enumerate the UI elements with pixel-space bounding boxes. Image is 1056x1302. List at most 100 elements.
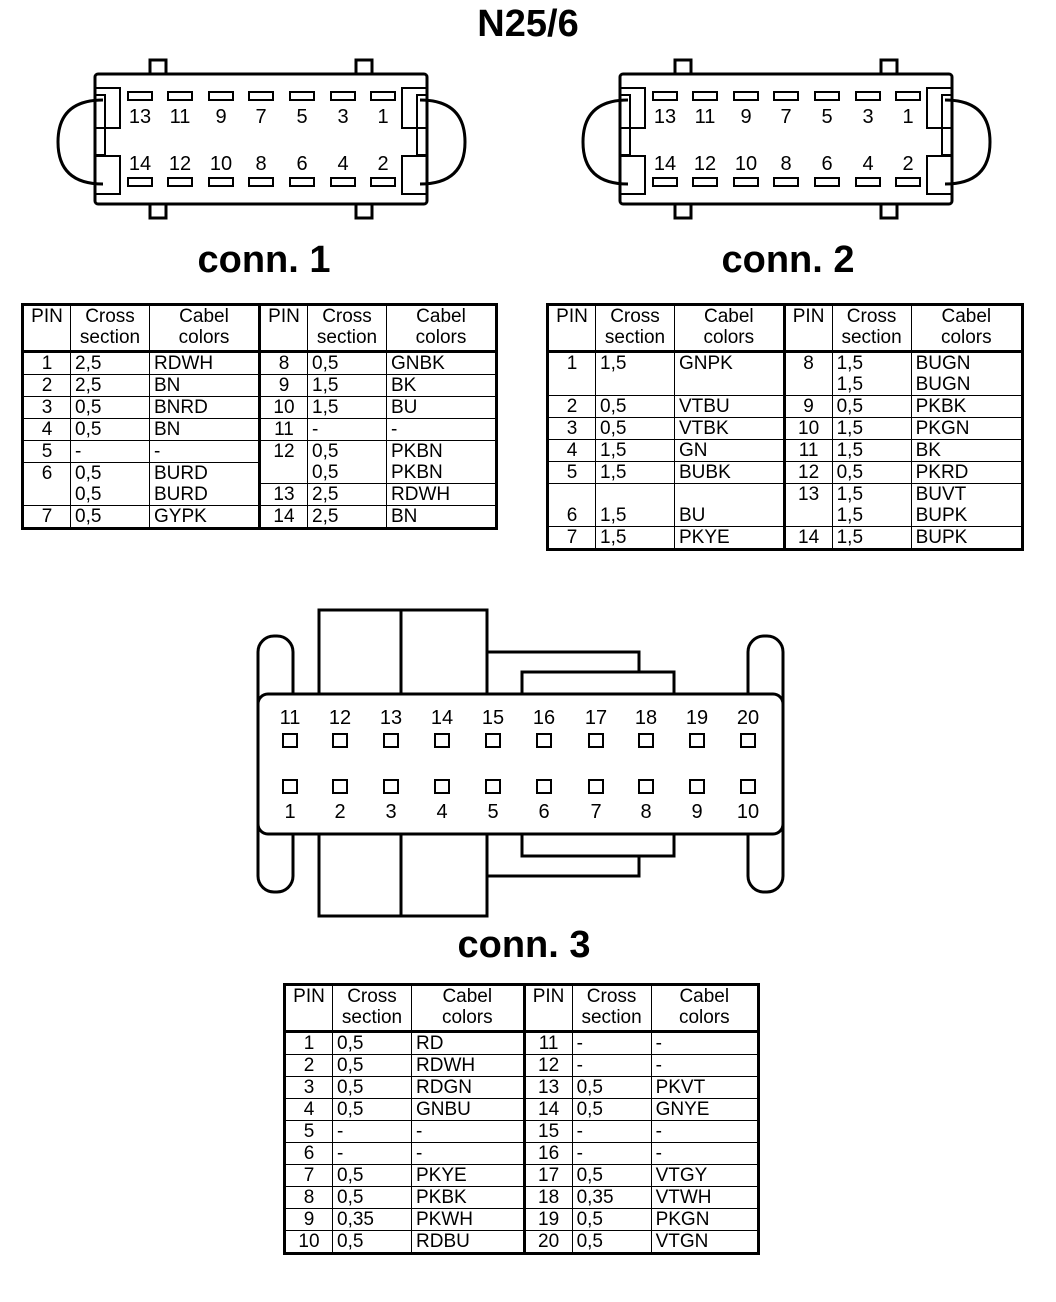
pin-number: 7 xyxy=(780,106,791,128)
pin-number: 6 xyxy=(538,801,549,823)
table-cell: 6 xyxy=(22,462,71,506)
table-cell: 0,5 xyxy=(571,1208,652,1231)
table-cell: 1,5 xyxy=(307,396,387,419)
pin-contact xyxy=(588,733,604,748)
table-cell: 10 xyxy=(258,396,308,419)
table-cell: 11 xyxy=(522,1031,573,1055)
table-cell: 16 xyxy=(522,1142,573,1165)
table-cell: 4 xyxy=(547,439,596,462)
table-cell: 6 xyxy=(547,483,596,527)
pin-contact xyxy=(895,91,921,101)
table-cell: 8 xyxy=(782,351,833,396)
pin-contact xyxy=(248,91,274,101)
pin-number: 9 xyxy=(215,106,226,128)
pin-contact xyxy=(485,779,501,794)
table-cell: PIN xyxy=(782,304,833,353)
table-cell: PKBK xyxy=(910,395,1024,418)
table-cell: 1,5 xyxy=(307,374,387,397)
pin-number: 11 xyxy=(695,106,716,128)
table-cell: 11 xyxy=(258,418,308,441)
pin-contact xyxy=(330,177,356,187)
table-cell: 4 xyxy=(22,418,71,441)
table-cell: PIN xyxy=(547,304,596,353)
pin-number: 14 xyxy=(431,707,453,729)
table-cell: 0,5 xyxy=(332,1031,412,1055)
table-cell: 4 xyxy=(284,1098,333,1121)
connector-3-label: conn. 3 xyxy=(457,924,590,966)
table-cell: VTWH xyxy=(650,1186,760,1209)
table-cell: 15 xyxy=(522,1120,573,1143)
pin-contact xyxy=(692,91,718,101)
pin-number: 13 xyxy=(654,106,676,128)
pin-contact xyxy=(689,779,705,794)
table-cell: BK xyxy=(910,439,1024,462)
pin-number: 6 xyxy=(296,153,307,175)
pin-contact xyxy=(814,91,840,101)
table-cell: 3 xyxy=(22,396,71,419)
table-cell: 2,5 xyxy=(70,351,150,375)
pin-number: 12 xyxy=(169,153,191,175)
table-cell: 0,5 xyxy=(332,1054,412,1077)
table-cell: GYPK xyxy=(149,505,260,529)
table-cell: PKYE xyxy=(674,526,785,550)
pin-contact xyxy=(485,733,501,748)
table-cell: 2 xyxy=(284,1054,333,1077)
table-cell: 10 xyxy=(782,417,833,440)
table-cell: - xyxy=(307,418,387,441)
pin-number: 10 xyxy=(735,153,757,175)
table-cell: 13 xyxy=(258,483,308,506)
table-cell: 18 xyxy=(522,1186,573,1209)
table-cell: 0,5 xyxy=(70,505,150,529)
table-cell: 0,5 xyxy=(307,351,387,375)
pin-contact xyxy=(383,733,399,748)
pin-number: 7 xyxy=(590,801,601,823)
table-cell: PIN xyxy=(258,304,308,353)
table-cell: 9 xyxy=(782,395,833,418)
table-cell: 12 xyxy=(522,1054,573,1077)
table-cell: BN xyxy=(386,505,497,529)
table-cell: BUPK xyxy=(910,526,1024,550)
table-cell: 12 xyxy=(258,440,308,484)
pin-number: 18 xyxy=(635,707,657,729)
table-cell: 1,5 xyxy=(595,439,675,462)
pin-number: 7 xyxy=(255,106,266,128)
pin-contact xyxy=(638,733,654,748)
pin-contact xyxy=(208,177,234,187)
pin-number: 2 xyxy=(377,153,388,175)
pin-number: 2 xyxy=(334,801,345,823)
table-cell: 10 xyxy=(284,1230,333,1254)
pin-number: 5 xyxy=(296,106,307,128)
pin-number: 1 xyxy=(284,801,295,823)
table-cell: 9 xyxy=(258,374,308,397)
table-cell: - xyxy=(571,1142,652,1165)
table-cell: PIN xyxy=(22,304,71,353)
pin-number: 11 xyxy=(170,106,191,128)
pin-number: 5 xyxy=(487,801,498,823)
pin-number: 13 xyxy=(129,106,151,128)
table-cell: 7 xyxy=(22,505,71,529)
table-cell: 1,5 xyxy=(831,439,912,462)
pin-number: 14 xyxy=(654,153,676,175)
table-cell: 3 xyxy=(547,417,596,440)
pin-contact xyxy=(167,91,193,101)
